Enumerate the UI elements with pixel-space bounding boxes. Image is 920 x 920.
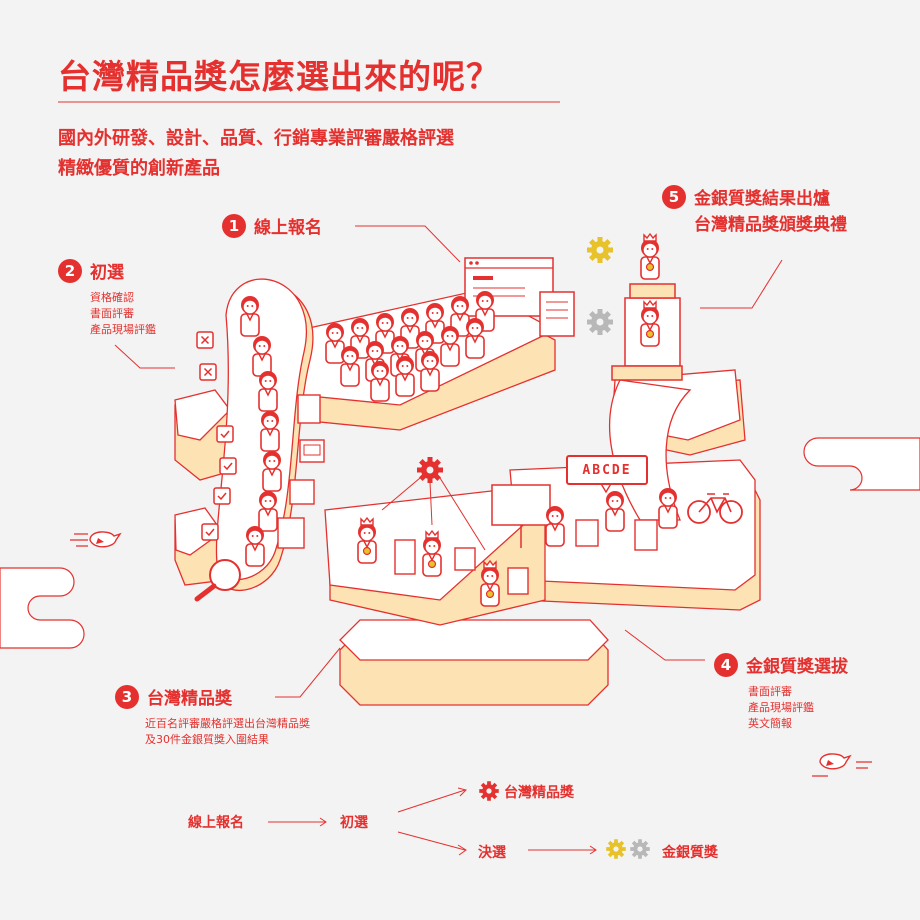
- flow-silver-cog-icon: [630, 839, 650, 859]
- step-1-heading: 1 線上報名: [222, 213, 322, 238]
- cloud-left: [0, 567, 85, 649]
- subtitle: 國內外研發、設計、品質、行銷專業評審嚴格評選 精緻優質的創新產品: [58, 124, 618, 184]
- step-2-heading: 2 初選: [58, 258, 124, 283]
- step-number-badge: 1: [222, 213, 246, 238]
- step-label: 金銀質獎選拔: [746, 657, 848, 677]
- step-detail: 及30件金銀質獎入圍結果: [145, 733, 269, 746]
- step-number-badge: 2: [58, 258, 82, 283]
- step-label: 台灣精品獎: [147, 689, 232, 709]
- step-detail: 書面評審: [748, 685, 792, 698]
- magnifier-icon: [194, 559, 241, 602]
- flow-register: 線上報名: [188, 815, 244, 831]
- step-detail: 近百名評審嚴格評選出台灣精品獎: [145, 717, 310, 730]
- step-4-details: 書面評審 產品現場評鑑 英文簡報: [748, 684, 814, 732]
- presentation-screen: [491, 484, 551, 548]
- subtitle-line: 國內外研發、設計、品質、行銷專業評審嚴格評選: [58, 128, 454, 149]
- step-detail: 產品現場評鑑: [90, 323, 156, 336]
- step-label: 初選: [90, 263, 124, 283]
- presentation-sign: ABCDE: [566, 455, 648, 485]
- step-4-heading: 4 金銀質獎選拔: [714, 652, 848, 677]
- flow-award: 台灣精品獎: [504, 785, 574, 801]
- award-winners: [358, 518, 529, 606]
- curved-path-right: [609, 379, 692, 521]
- cog-rays: [381, 477, 486, 551]
- subtitle-line: 精緻優質的創新產品: [58, 158, 220, 179]
- document-icon: [539, 291, 575, 337]
- step-number-badge: 4: [714, 652, 738, 677]
- judges: [545, 487, 678, 551]
- bird-icon: [812, 753, 872, 777]
- page-title: 台灣精品獎怎麼選出來的呢？: [58, 57, 500, 96]
- flow-award-cog-icon: [479, 781, 499, 801]
- step-detail: 書面評審: [90, 307, 134, 320]
- flow-gold-cog-icon: [606, 839, 626, 859]
- step-3-details: 近百名評審嚴格評選出台灣精品獎 及30件金銀質獎入圍結果: [145, 716, 310, 748]
- bicycle-icon: [687, 493, 743, 524]
- flow-preliminary: 初選: [340, 815, 368, 831]
- gold-cog-icon: [587, 237, 613, 263]
- step-detail: 英文簡報: [748, 717, 792, 730]
- flow-arrows: [268, 787, 597, 856]
- step-label: 金銀質獎結果出爐: [694, 189, 830, 209]
- platform-bottom: [339, 619, 609, 706]
- step-label: 台灣精品獎頒獎典禮: [694, 215, 847, 235]
- cloud-right: [803, 437, 920, 491]
- step-label: 線上報名: [254, 218, 322, 238]
- step-5-heading: 5 金銀質獎結果出爐: [662, 184, 830, 209]
- bird-icon: [70, 531, 122, 548]
- step-3-heading: 3 台灣精品獎: [115, 684, 232, 709]
- step-detail: 資格確認: [90, 291, 134, 304]
- gold-winner: [641, 234, 659, 279]
- silver-cog-icon: [587, 309, 613, 335]
- screening-queue: [240, 295, 325, 567]
- step-5-heading-line2: 台灣精品獎頒獎典禮: [694, 210, 847, 235]
- award-cog-icon: [417, 457, 443, 483]
- step-number-badge: 5: [662, 184, 686, 209]
- flow-gold-silver: 金銀質獎: [662, 845, 718, 861]
- silver-winner: [641, 301, 659, 346]
- step-2-details: 資格確認 書面評審 產品現場評鑑: [90, 290, 156, 338]
- leader-lines: [114, 225, 783, 698]
- step-number-badge: 3: [115, 684, 139, 709]
- step-detail: 產品現場評鑑: [748, 701, 814, 714]
- flow-final: 決選: [478, 845, 506, 861]
